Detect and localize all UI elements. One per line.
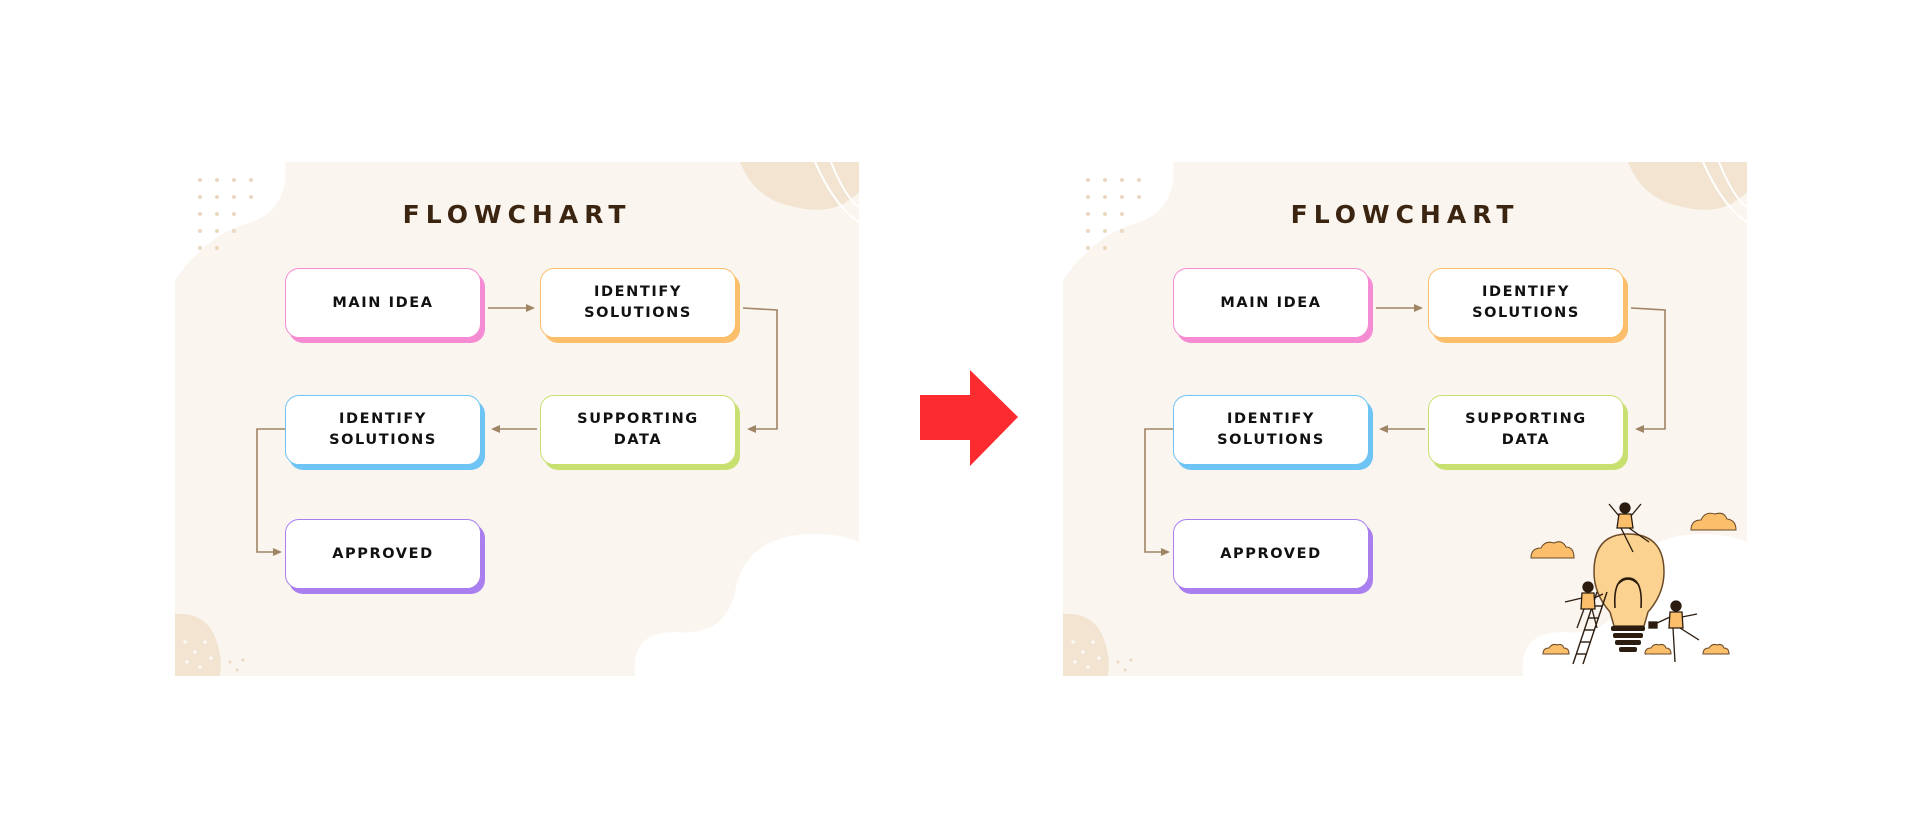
node-label: SUPPORTING DATA [1465,411,1587,448]
slide-title: FLOWCHART [402,200,632,229]
node-label: MAIN IDEA [332,294,434,311]
slide-background-decoration [1063,162,1747,676]
node-approved[interactable]: APPROVED [1173,519,1369,589]
node-supporting-data[interactable]: SUPPORTING DATA [540,395,736,465]
node-label: IDENTIFY SOLUTIONS [584,284,692,321]
node-identify-solutions-top[interactable]: IDENTIFY SOLUTIONS [540,268,736,338]
node-label: IDENTIFY SOLUTIONS [1217,411,1325,448]
node-identify-solutions-top[interactable]: IDENTIFY SOLUTIONS [1428,268,1624,338]
node-label: MAIN IDEA [1220,294,1322,311]
slide-background-decoration [175,162,859,676]
node-identify-solutions-middle[interactable]: IDENTIFY SOLUTIONS [1173,395,1369,465]
node-supporting-data[interactable]: SUPPORTING DATA [1428,395,1624,465]
node-label: SUPPORTING DATA [577,411,699,448]
node-label: APPROVED [332,545,434,562]
node-label: IDENTIFY SOLUTIONS [1472,284,1580,321]
node-label: APPROVED [1220,545,1322,562]
node-main-idea[interactable]: MAIN IDEA [1173,268,1369,338]
lightbulb-people-icon [1530,502,1737,665]
slide-after: FLOWCHART MAIN IDEA IDENTIFY SOLUTIONS I… [1063,162,1747,676]
node-label: IDENTIFY SOLUTIONS [329,411,437,448]
node-main-idea[interactable]: MAIN IDEA [285,268,481,338]
slide-before: FLOWCHART MAIN IDEA IDENTIFY SOLUTIONS I… [175,162,859,676]
node-identify-solutions-middle[interactable]: IDENTIFY SOLUTIONS [285,395,481,465]
node-approved[interactable]: APPROVED [285,519,481,589]
slide-title: FLOWCHART [1290,200,1520,229]
right-arrow-icon [920,370,1018,466]
